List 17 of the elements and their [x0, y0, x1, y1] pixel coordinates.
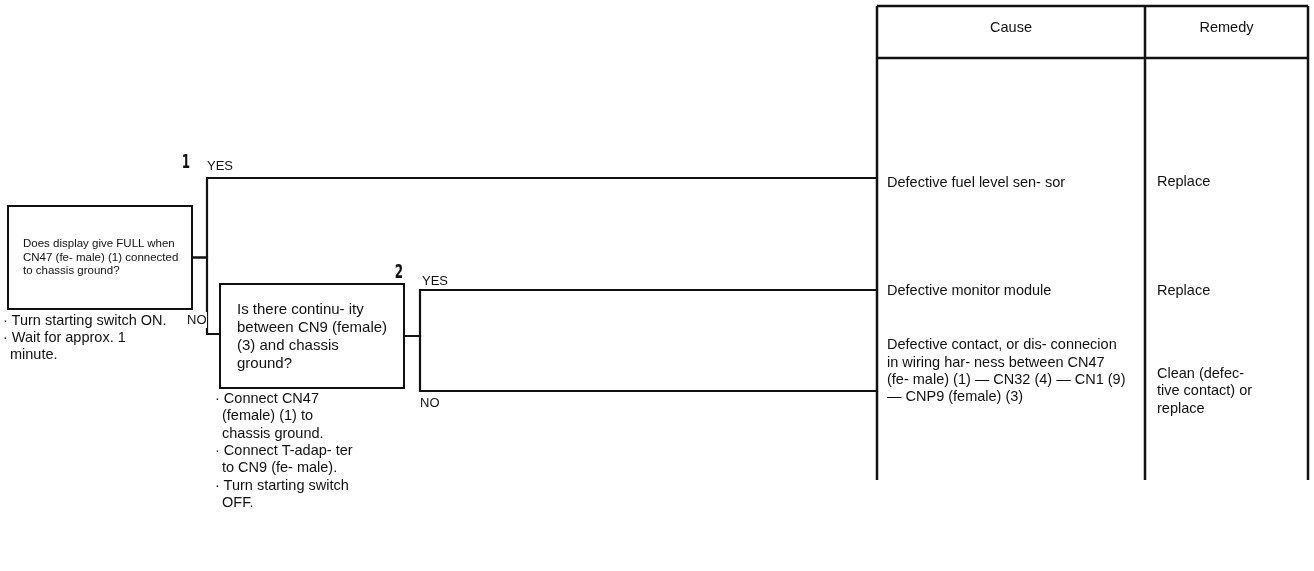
- instruction-note: · Wait for approx. 1 minute.: [3, 329, 127, 364]
- step-number: 2: [394, 260, 404, 282]
- connector-line: [193, 256, 219, 336]
- decision-box: Is there continu- ity between CN9 (female) (3) and chassis ground?: [219, 283, 405, 389]
- instruction-note: · Turn starting switch ON.: [3, 312, 168, 330]
- remedy-text: Replace: [1157, 173, 1211, 191]
- cause-cell: Defective contact, or dis- connecion in wiring har- ness between CN47 (fe- male) (1) — CN32 (4) — CN1 (9) — CNP9 (female) (3): [877, 320, 1145, 422]
- step-number: 1: [181, 150, 191, 172]
- cause-cell: Defective monitor module: [877, 278, 1145, 304]
- instruction-note: · Connect CN47 (female) (1) to chassis ground.: [215, 390, 325, 443]
- edge-label: NO: [187, 312, 207, 328]
- remedy-text: Replace: [1157, 282, 1211, 300]
- cause-cell: Defective fuel level sen- sor: [877, 158, 1145, 208]
- decision-box: Does display give FULL when CN47 (fe- male) (1) connected to chassis ground?: [7, 205, 193, 310]
- instruction-note: · Turn starting switch OFF.: [215, 477, 350, 512]
- column-header: Remedy: [1199, 19, 1254, 37]
- instruction-note: · Connect T-adap- ter to CN9 (fe- male).: [215, 442, 354, 477]
